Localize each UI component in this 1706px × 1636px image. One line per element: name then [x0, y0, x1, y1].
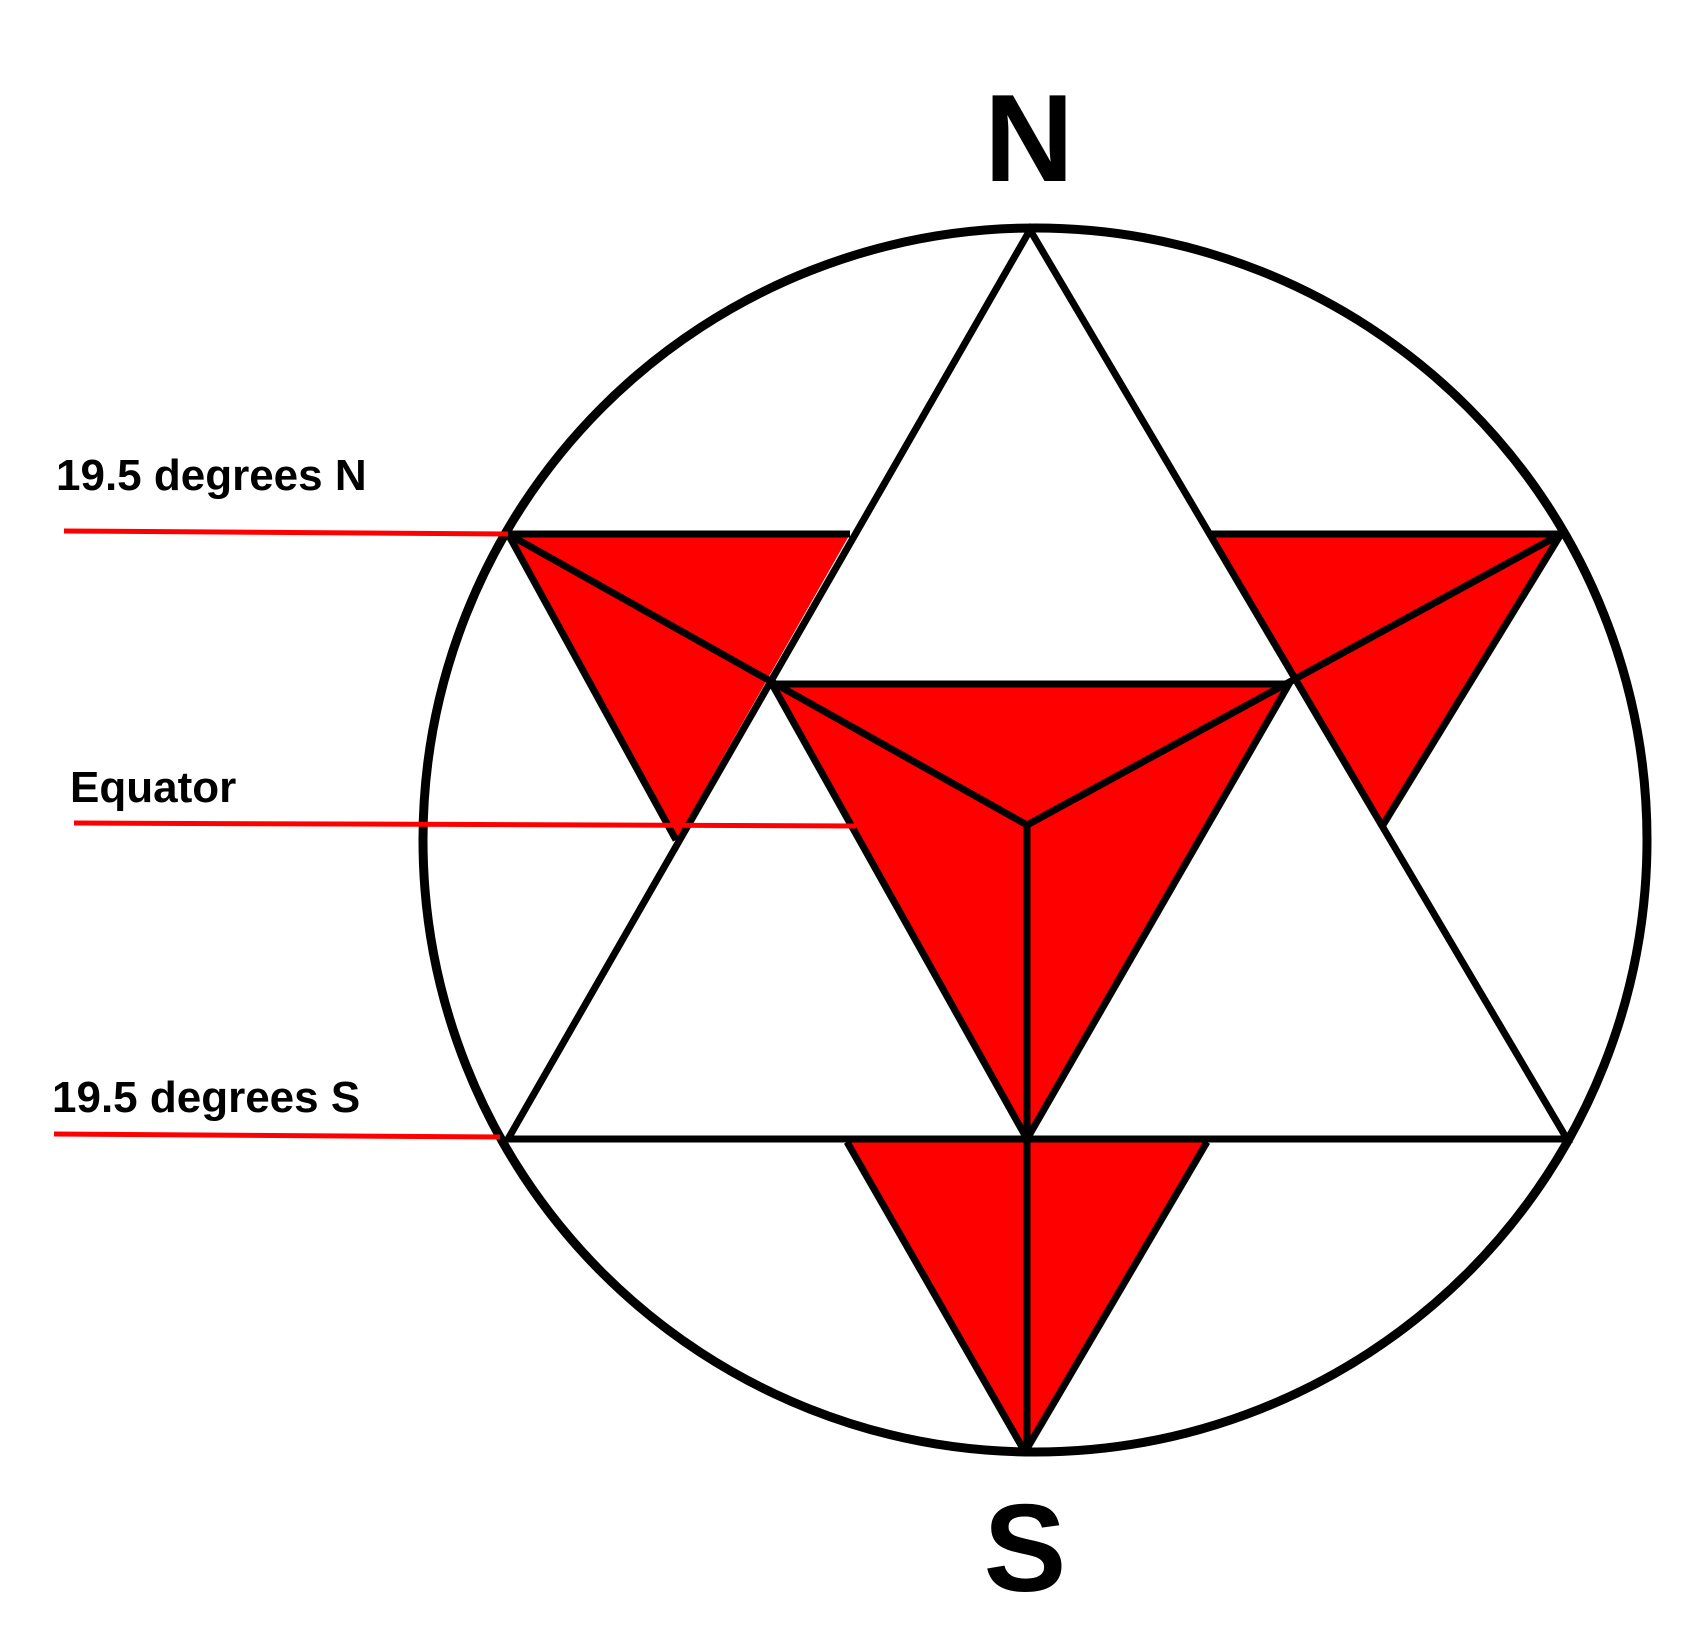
bottom-triangle-left-edge: [843, 1140, 1029, 1454]
lat-south-label: 19.5 degrees S: [52, 1073, 360, 1122]
north-label: N: [984, 70, 1074, 208]
center-triangle: [766, 680, 1296, 1147]
latitude-lines: [53, 528, 857, 1140]
globe-circle: [418, 223, 1652, 1457]
upper-left-triangle-edge: [504, 532, 680, 842]
red-triangle-upper-left: [508, 534, 850, 840]
lat-south-line: [53, 1131, 501, 1140]
lat-north-label: 19.5 degrees N: [56, 451, 367, 500]
upper-right-triangle-edge: [1380, 532, 1564, 827]
bottom-triangle-right-edge: [1021, 1140, 1211, 1454]
south-label: S: [984, 1480, 1067, 1618]
right-diagonal: [1025, 530, 1563, 829]
left-diagonal: [506, 530, 1029, 829]
star-outline: [501, 223, 1574, 1454]
red-regions: [508, 534, 1561, 1452]
equator-line: [73, 820, 857, 829]
lat-north-line: [63, 528, 509, 537]
red-triangle-upper-right: [1210, 534, 1561, 825]
equator-label: Equator: [70, 763, 236, 812]
